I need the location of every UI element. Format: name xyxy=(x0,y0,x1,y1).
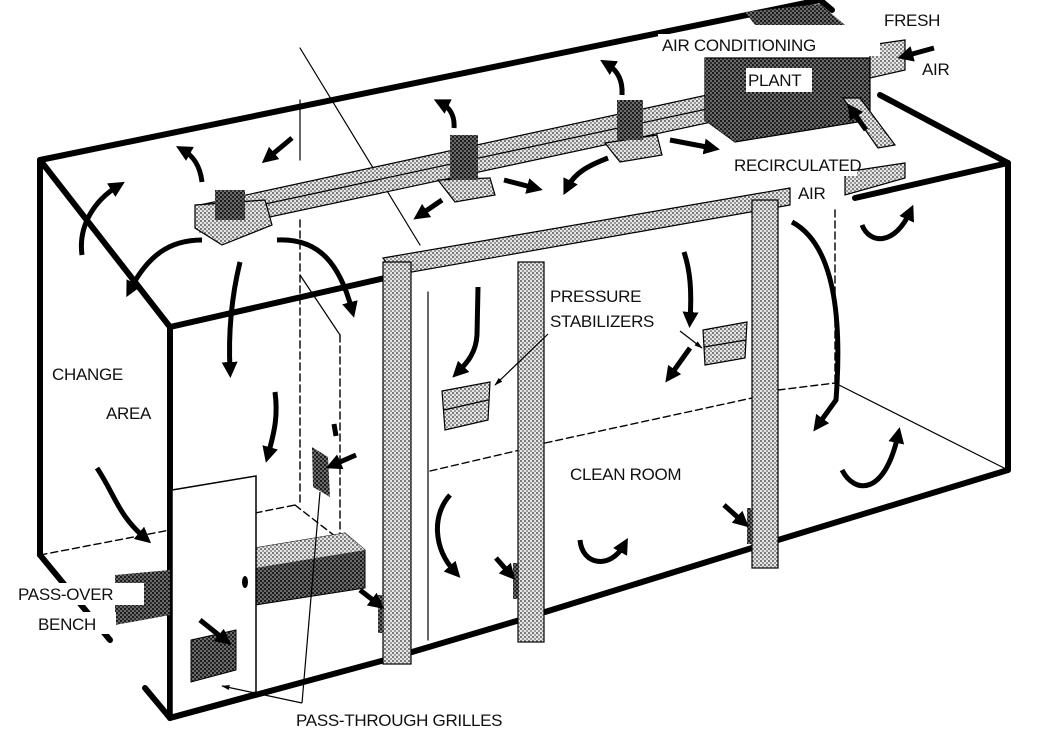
diffuser-dark-block-1 xyxy=(215,190,245,220)
label-plant: PLANT xyxy=(748,71,801,90)
diffuser-dark-block-3 xyxy=(617,100,643,140)
diffuser-dark-block-2 xyxy=(450,135,478,180)
label-fresh-air: AIR xyxy=(922,60,949,79)
label-pressure: PRESSURE xyxy=(550,287,641,306)
leader-lines xyxy=(221,330,703,704)
labels: AIR CONDITIONING PLANT FRESH AIR RECIRCU… xyxy=(16,11,950,730)
cleanroom-frame xyxy=(381,187,791,665)
label-air-conditioning: AIR CONDITIONING xyxy=(662,36,816,55)
label-recirculated: RECIRCULATED xyxy=(734,156,861,175)
supply-duct xyxy=(194,89,731,246)
wall-grille xyxy=(312,447,330,497)
change-area-door xyxy=(171,447,330,716)
label-change: CHANGE xyxy=(52,365,123,384)
label-clean-room: CLEAN ROOM xyxy=(570,465,681,484)
label-pass-through-grilles: PASS-THROUGH GRILLES xyxy=(296,711,502,730)
label-area: AREA xyxy=(106,404,152,423)
label-recirculated-air: AIR xyxy=(798,184,825,203)
pressure-stabilizers xyxy=(441,321,748,431)
building-shell xyxy=(37,0,1011,721)
label-stabilizers: STABILIZERS xyxy=(550,312,654,331)
label-fresh: FRESH xyxy=(884,11,940,30)
label-pass-over: PASS-OVER xyxy=(18,585,113,604)
post-grilles xyxy=(378,508,753,633)
label-bench: BENCH xyxy=(38,615,96,634)
airflow-arrows xyxy=(78,45,935,645)
